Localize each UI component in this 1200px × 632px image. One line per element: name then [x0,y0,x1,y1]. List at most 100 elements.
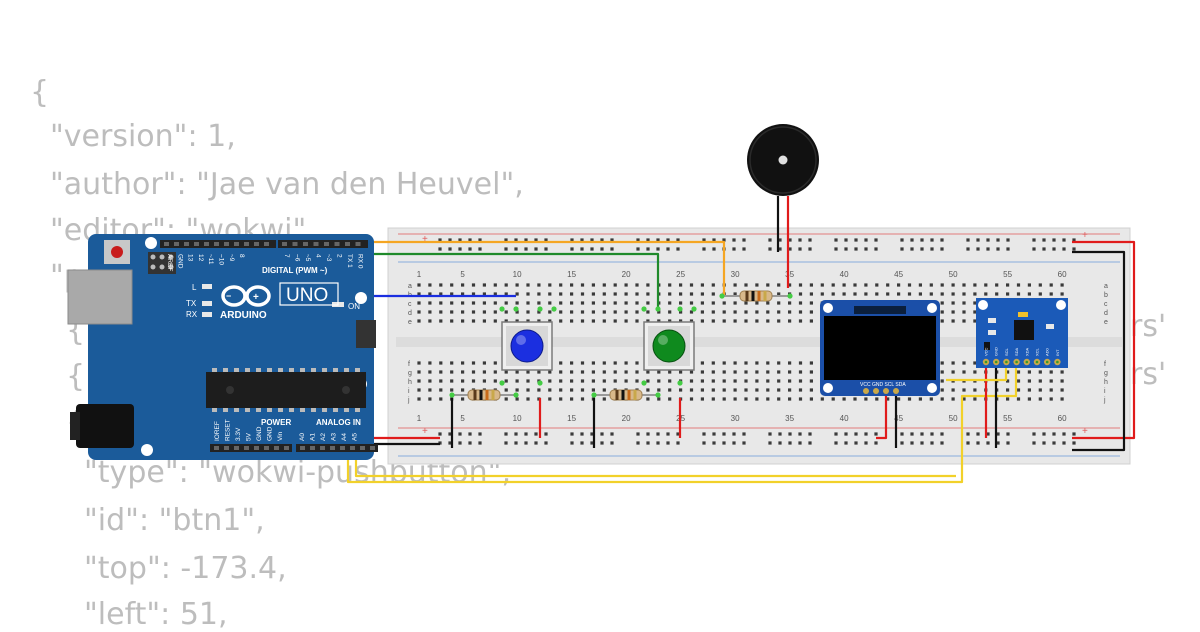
json-line: "id": "btn1", [84,503,265,538]
resistor[interactable] [722,290,790,302]
row-letter: f [1104,361,1106,368]
row-letter: a [408,283,412,290]
column-number: 40 [840,270,849,279]
top-pin-label: ~6 [294,254,301,262]
imu-pin-label: VCC [984,347,989,356]
bottom-pin-label: A5 [352,433,359,441]
column-number: 30 [731,414,740,423]
power-jack [76,404,134,448]
bottom-pin-label: 3.3V [235,427,242,441]
svg-text:+: + [253,292,259,303]
top-pin-label: ~9 [228,254,235,262]
top-pin-label: ~11 [207,254,214,265]
top-pin-label: 8 [238,254,245,258]
imu-pin-label: INT [1055,349,1060,356]
row-letter: h [1104,379,1108,386]
imu-pin-label: XCL [1035,347,1040,356]
oled-display[interactable]: VCC GND SCL SDA [820,300,940,396]
top-pin-label: 12 [197,254,204,262]
rail-plus-label: + [422,426,428,437]
json-line: "type": "wokwi-pushbutton", [84,455,512,490]
top-pin-label: 2 [336,254,343,258]
row-letter: e [408,319,412,326]
json-line: "author": "Jae van den Heuvel", [50,167,524,202]
usb-port [67,269,133,325]
pushbutton-green[interactable] [643,321,695,371]
on-label: ON [348,302,360,311]
row-letter: j [407,397,410,404]
resistor[interactable] [594,389,658,401]
power-label: POWER [261,418,291,427]
row-letter: h [408,379,412,386]
json-line: { [66,359,86,394]
wire-black-rail-right [1072,250,1126,452]
buzzer[interactable] [747,124,819,196]
led-label-l: L [192,283,197,292]
column-number: 35 [785,270,794,279]
top-pin-label: GND [176,254,183,269]
imu-pin-label: AD0 [1045,347,1050,356]
top-pin-label: ~5 [304,254,311,262]
column-number: 50 [949,270,958,279]
row-letter: g [408,370,412,377]
json-line: "version": 1, [50,119,236,154]
top-pin-label: 4 [315,254,322,258]
column-number: 5 [460,270,465,279]
column-number: 5 [460,414,465,423]
top-pin-label: 7 [283,254,290,258]
json-line: { [30,75,50,110]
bottom-pin-label: GND [267,426,274,441]
row-letter: f [408,361,410,368]
json-fragment: rs' [1130,357,1167,392]
arduino-logo-icon [221,285,271,307]
column-number: 15 [567,270,576,279]
imu-pin-label: SDA [1014,347,1019,356]
row-letter: i [1104,388,1106,395]
bottom-pin-label: GND [256,426,263,441]
top-pin-label: AREF [166,254,173,271]
column-number: 45 [894,414,903,423]
column-number: 35 [785,414,794,423]
top-pin-label: 13 [187,254,194,262]
column-number: 1 [417,270,422,279]
analog-label: ANALOG IN [316,418,361,427]
column-number: 55 [1003,270,1012,279]
bottom-pin-label: Vin [277,431,284,441]
json-line: "left": 51, [84,597,228,632]
board-name: UNO [286,285,328,306]
column-number: 50 [949,414,958,423]
top-pin-label: TX 1 [346,254,353,268]
digital-label: DIGITAL (PWM ~) [262,266,328,275]
resistor[interactable] [452,389,516,401]
row-letter: b [1104,292,1108,299]
row-letter: j [1103,397,1106,404]
bottom-pin-label: RESET [225,419,232,441]
row-letter: e [1104,319,1108,326]
column-number: 40 [840,414,849,423]
pushbutton-blue[interactable] [501,321,553,371]
bottom-pin-label: 5V [246,432,253,441]
component-pin-dots [449,293,793,398]
top-pin-label: RX 0 [357,254,364,269]
column-number: 10 [513,414,522,423]
column-number: 45 [894,270,903,279]
row-letter: a [1104,283,1108,290]
json-line: "top": -173.4, [84,551,287,586]
top-pin-label: ~10 [218,254,225,265]
wire-yellow [346,364,1018,484]
reset-button[interactable] [111,246,123,258]
oled-screen [824,316,936,380]
column-number: 1 [417,414,422,423]
column-number: 30 [731,270,740,279]
column-number: 15 [567,414,576,423]
column-number: 60 [1058,270,1067,279]
column-number: 20 [622,270,631,279]
bottom-pin-label: A1 [310,433,317,441]
row-letter: d [1104,310,1108,317]
bottom-pin-label: A0 [299,433,306,441]
